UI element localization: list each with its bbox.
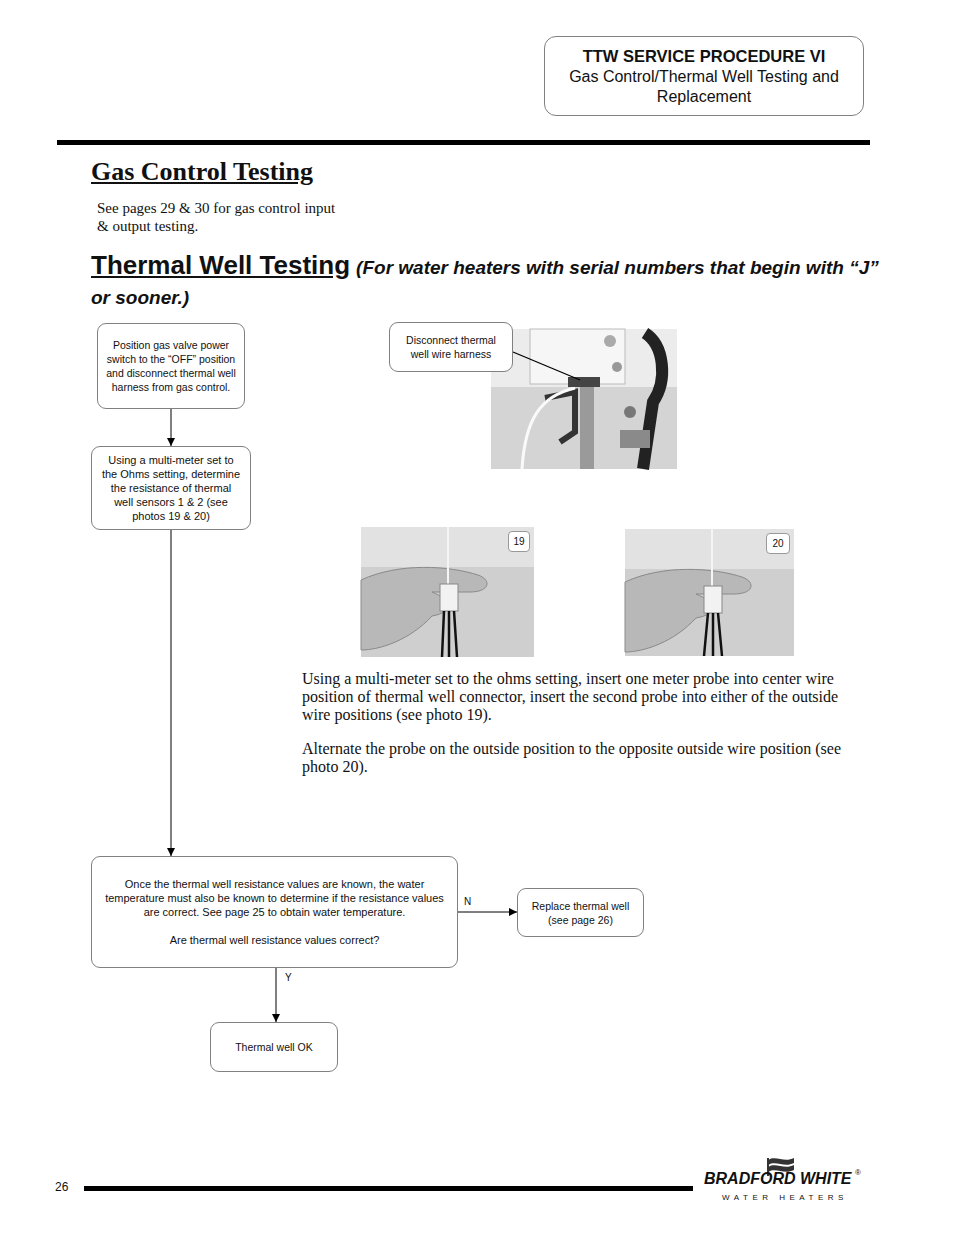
box-subtext: Are thermal well resistance values corre… xyxy=(170,933,380,947)
flag-stripe xyxy=(768,1158,794,1165)
callout-number: 20 xyxy=(766,533,790,554)
connector xyxy=(704,586,722,613)
photo-ground xyxy=(361,527,534,657)
callout-box: Disconnect thermal well wire harness xyxy=(389,322,513,372)
callout-number: 19 xyxy=(508,531,530,552)
process-box: Position gas valve power switch to the “… xyxy=(97,323,245,409)
edge-label: Y xyxy=(284,972,293,983)
section-heading: Gas Control Testing xyxy=(91,157,491,187)
wire xyxy=(711,529,713,587)
page-number: 26 xyxy=(55,1180,68,1194)
edge-label: N xyxy=(463,896,472,907)
header-rule xyxy=(57,140,870,145)
box-text: Position gas valve power switch to the “… xyxy=(106,338,236,394)
connector xyxy=(440,584,458,611)
thermal-well-wire xyxy=(522,388,575,469)
note-text: See pages 29 & 30 for gas control input … xyxy=(97,199,337,235)
box-text: Once the thermal well resistance values … xyxy=(100,877,449,919)
instruction-text: Alternate the probe on the outside posit… xyxy=(302,740,862,776)
flow-arrow xyxy=(276,968,277,1022)
box-subtext: Gas Control/Thermal Well Testing and Rep… xyxy=(553,67,855,107)
valve xyxy=(620,430,650,448)
meter-probe xyxy=(704,613,722,656)
title-box: TTW SERVICE PROCEDURE VIGas Control/Ther… xyxy=(544,36,864,116)
process-box: Replace thermal well (see page 26) xyxy=(517,888,644,937)
flow-arrow xyxy=(458,912,517,913)
box-text: Disconnect thermal well wire harness xyxy=(398,333,504,361)
box-text: TTW SERVICE PROCEDURE VI xyxy=(583,46,826,66)
flow-arrow xyxy=(171,409,172,446)
title-line: Thermal Well Testing(For water heaters w… xyxy=(91,251,881,313)
process-box: Using a multi-meter set to the Ohms sett… xyxy=(91,446,251,530)
photo-ground xyxy=(625,529,794,656)
valve-knob xyxy=(624,406,636,418)
box-text: Replace thermal well (see page 26) xyxy=(526,899,635,927)
meter-probe xyxy=(442,611,457,657)
gas-control xyxy=(530,329,625,384)
box-text: Using a multi-meter set to the Ohms sett… xyxy=(100,453,242,523)
photo-ground xyxy=(491,329,677,469)
footer-rule xyxy=(84,1186,693,1191)
box-text: Thermal well OK xyxy=(235,1040,313,1054)
trademark: ® xyxy=(855,1168,861,1177)
decision-box: Once the thermal well resistance values … xyxy=(91,856,458,968)
photo-background xyxy=(625,529,794,569)
wire-harness-connector xyxy=(568,377,600,387)
photo-19 xyxy=(361,527,534,657)
leader-line xyxy=(513,352,580,380)
control-knob xyxy=(612,362,622,372)
wire xyxy=(447,527,449,585)
brand-logo: BRADFORD WHITE xyxy=(704,1170,852,1188)
heater-photo xyxy=(491,329,677,469)
photo-20 xyxy=(625,529,794,656)
hand xyxy=(625,569,751,652)
control-knob xyxy=(604,335,616,347)
diagram-title: Thermal Well Testing xyxy=(91,250,350,280)
pipe xyxy=(580,386,594,469)
flow-arrow xyxy=(171,530,172,856)
hand xyxy=(361,567,487,650)
brand-tagline: WATER HEATERS xyxy=(722,1193,848,1202)
cable xyxy=(643,333,662,469)
end-box: Thermal well OK xyxy=(210,1022,338,1072)
instruction-text: Using a multi-meter set to the ohms sett… xyxy=(302,670,862,724)
